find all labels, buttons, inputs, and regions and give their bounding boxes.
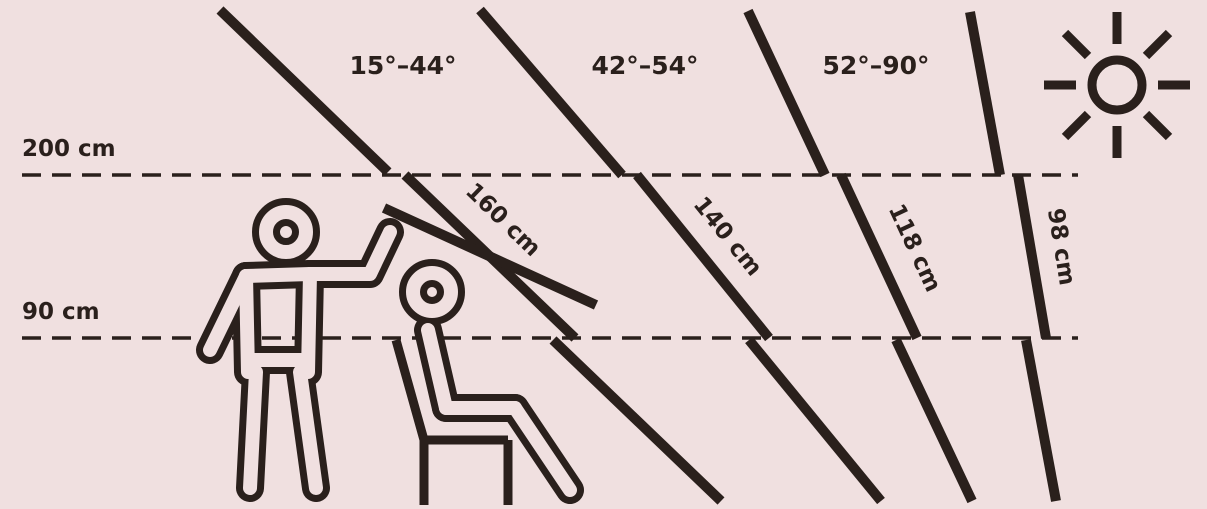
- angle-label-1: 15°–44°: [349, 51, 456, 80]
- sun-icon: [1044, 12, 1190, 158]
- height-label-200: 200 cm: [22, 136, 116, 162]
- ray-3-lower: [896, 340, 972, 501]
- ray-4-middle: [1018, 175, 1046, 338]
- angle-label-3: 52°–90°: [822, 51, 929, 80]
- ray-4-lower: [1026, 340, 1056, 501]
- standing-person-icon: [210, 212, 390, 488]
- length-label-2: 140 cm: [688, 192, 767, 281]
- height-label-90: 90 cm: [22, 299, 100, 325]
- ray-1-upper: [220, 10, 388, 172]
- length-label-4: 98 cm: [1042, 207, 1080, 288]
- ray-2-lower: [749, 340, 881, 501]
- ray-4-upper: [970, 12, 1000, 175]
- chair: [396, 340, 508, 505]
- ray-1-lower: [553, 340, 721, 501]
- angle-label-2: 42°–54°: [591, 51, 698, 80]
- ray-3-upper: [748, 11, 825, 175]
- ray-2-upper: [480, 10, 622, 175]
